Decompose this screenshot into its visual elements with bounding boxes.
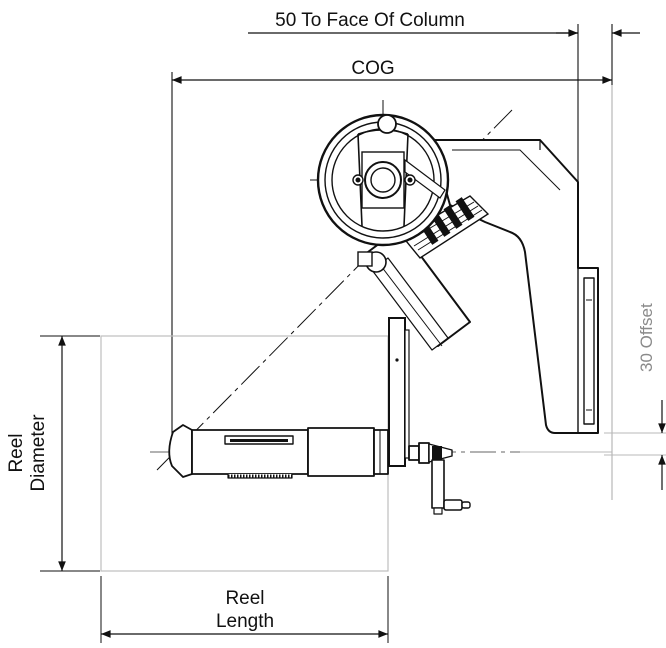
reel-diameter-label-line1: Reel	[6, 433, 27, 472]
dimension-offset: 30 Offset	[604, 85, 666, 500]
mounting-plate	[388, 317, 410, 467]
column-bracket	[431, 139, 599, 434]
reel-length-label-line2: Length	[216, 611, 274, 632]
dimension-cog: COG	[171, 58, 613, 440]
face-of-column-label: 50 To Face Of Column	[275, 10, 465, 31]
dimension-face-of-column: 50 To Face Of Column	[248, 10, 640, 185]
reel-length-label-line1: Reel	[225, 588, 264, 609]
wheel-assembly	[316, 113, 450, 247]
crank-handle	[408, 442, 471, 515]
dimension-reel-diameter: Reel Diameter	[6, 335, 100, 572]
cog-label: COG	[351, 58, 394, 79]
dimension-reel-length: Reel Length	[100, 576, 389, 643]
spindle	[168, 424, 389, 479]
reel-diameter-label-line2: Diameter	[28, 414, 49, 492]
offset-label: 30 Offset	[637, 303, 656, 372]
